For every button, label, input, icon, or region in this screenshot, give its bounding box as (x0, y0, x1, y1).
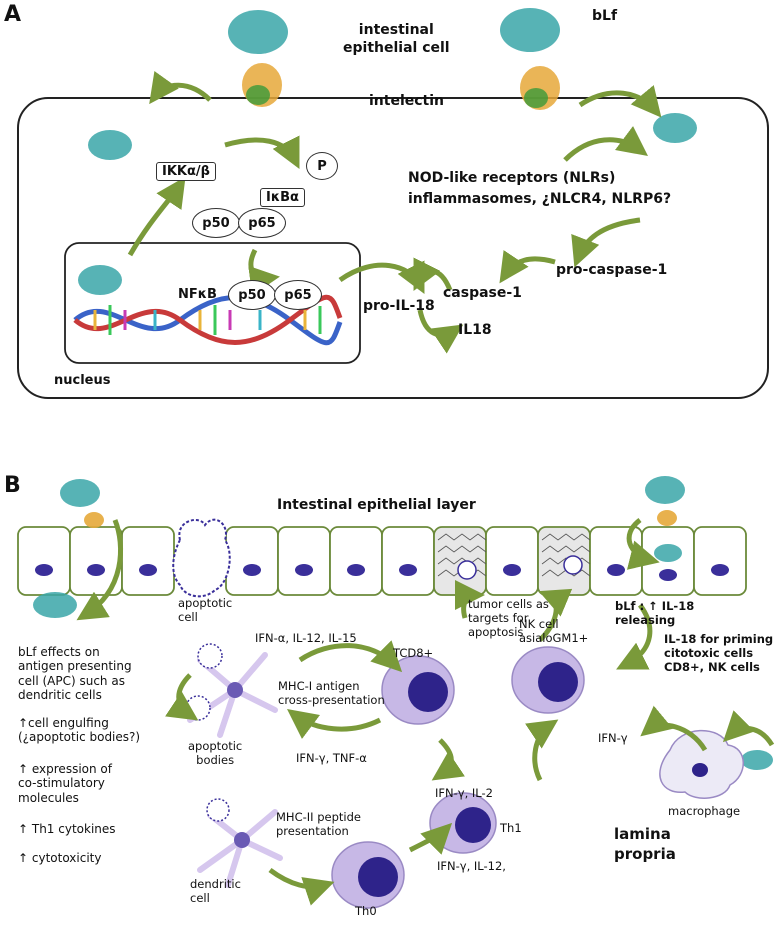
p65-nuclear-oval: p65 (274, 280, 322, 310)
blf-effects-label: bLf effects on antigen presenting cell (… (18, 645, 132, 703)
mhc2-label: MHC-II peptide presentation (276, 810, 361, 838)
caspase-label: caspase-1 (443, 285, 522, 301)
ifn-il12-label: IFN-γ, IL-12, (437, 859, 506, 873)
cytotoxicity-label: ↑ cytotoxicity (18, 851, 102, 865)
ifn-il2-label: IFN-γ, IL-2 (435, 786, 493, 800)
intelectin-label: intelectin (369, 93, 445, 109)
cell-engulfing-label: ↑cell engulfing (¿apoptotic bodies?) (18, 716, 141, 745)
immune-cell-nucleus (358, 662, 578, 897)
intelectin-protein-icon (242, 63, 560, 110)
pathway-arrows-b (76, 518, 775, 906)
p50-oval: p50 (192, 208, 240, 238)
tumor-cells-label: tumor cells as targets for apoptosis (468, 597, 549, 639)
pro-il18-label: pro-IL-18 (363, 298, 435, 314)
nucleus-label: nucleus (54, 373, 111, 388)
tumor-cell-pattern (437, 533, 591, 577)
pathway-arrows-a (127, 71, 662, 354)
th1-cytokines-label: ↑ Th1 cytokines (18, 822, 116, 836)
dendritic-cell-label: dendritic cell (190, 877, 241, 905)
dendritic-cell-icon (187, 652, 283, 888)
th1-label: Th1 (500, 821, 522, 835)
blf-il18-label: bLf : ↑ IL-18 releasing (615, 599, 695, 627)
epithelial-cell-row (17, 526, 747, 596)
p50-nuclear-oval: p50 (228, 280, 276, 310)
p65-oval: p65 (238, 208, 286, 238)
panel-a-letter: A (4, 2, 22, 27)
cell-membrane (17, 97, 769, 399)
intestinal-epithelial-cell-label: intestinal epithelial cell (343, 22, 450, 56)
nk-cell-label: NK cell asialoGM1+ (519, 617, 589, 645)
lamina-propria-label: lamina propria (614, 825, 676, 863)
epithelial-nucleus (35, 564, 729, 581)
nlr-line2: inflammasomes, ¿NLCR4, NLRP6? (408, 191, 672, 207)
epithelial-layer-title: Intestinal epithelial layer (277, 497, 476, 513)
macrophage-label: macrophage (668, 804, 741, 818)
apoptotic-cell-icon (172, 518, 231, 598)
blf-label: bLf (592, 8, 618, 24)
ifn-gamma-label: IFN-γ (598, 731, 628, 745)
ifn-tnf-label: IFN-γ, TNF-α (296, 751, 367, 765)
expression-label: ↑ expression of co-stimulatory molecules (18, 762, 112, 805)
nfkb-label: NFκB (178, 287, 217, 302)
blf-protein-icon (33, 476, 773, 770)
panel-b-letter: B (4, 473, 21, 498)
phosphate-oval: P (306, 152, 338, 180)
il18-label: IL18 (458, 322, 492, 338)
mhc1-label: MHC-I antigen cross-presentation (278, 679, 385, 707)
nucleus-box (64, 242, 361, 364)
ifn-il12-il15-label: IFN-α, IL-12, IL-15 (255, 631, 357, 645)
apoptotic-bodies-label: apoptotic bodies (188, 739, 243, 767)
ikk-box: IKKα/β (156, 162, 216, 181)
th0-label: Th0 (355, 904, 377, 918)
ikba-box: IκBα (260, 188, 305, 207)
apoptotic-cell-label: apoptotic cell (178, 596, 233, 624)
nlr-line1: NOD-like receptors (NLRs) (408, 170, 616, 186)
pro-caspase-label: pro-caspase-1 (556, 262, 668, 278)
tcd8-label: TCD8+ (393, 646, 434, 660)
il18-priming-label: IL-18 for priming citotoxic cells CD8+, … (664, 632, 774, 674)
blf-protein-icon (78, 8, 697, 295)
